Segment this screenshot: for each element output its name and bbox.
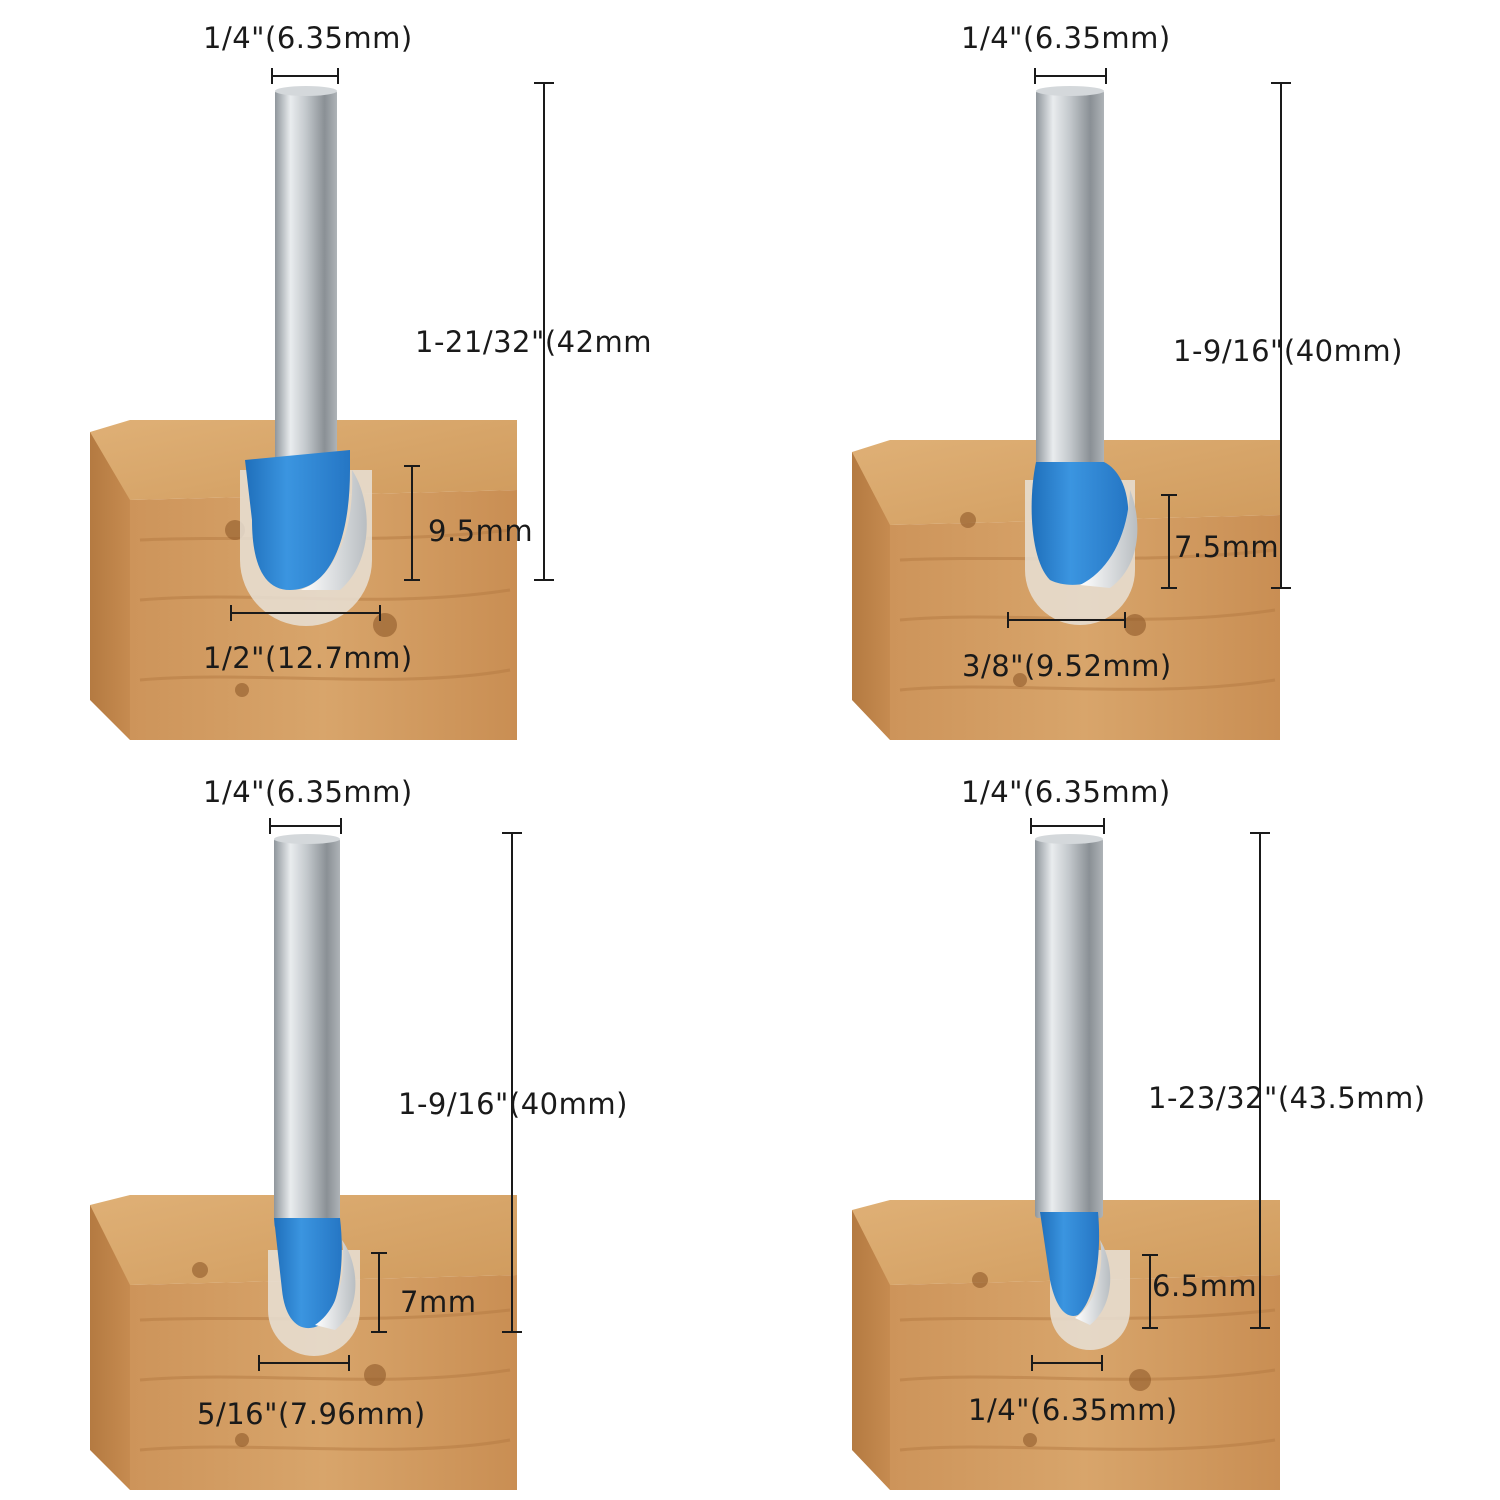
shank-diameter-label: 1/4"(6.35mm) [203, 775, 413, 809]
bit-panel-2: 1/4"(6.35mm) 1-9/16"(40mm) 7.5mm 3/8"(9.… [750, 0, 1500, 750]
bit-panel-3: 1/4"(6.35mm) 1-9/16"(40mm) 7mm 5/16"(7.9… [0, 750, 750, 1500]
bit-panel-1: 1/4"(6.35mm) 1-21/32"(42mm 9.5mm 1/2"(12… [0, 0, 750, 750]
cutting-height-label: 9.5mm [428, 514, 534, 548]
overall-length-label: 1-9/16"(40mm) [1173, 334, 1403, 368]
cutting-diameter-label: 1/4"(6.35mm) [968, 1393, 1178, 1427]
cutting-height-label: 7.5mm [1174, 530, 1280, 564]
bit-illustration-4 [852, 818, 1280, 1490]
cutter [245, 450, 367, 590]
cutting-diameter-label: 5/16"(7.96mm) [197, 1397, 426, 1431]
bit-illustration-1 [90, 68, 554, 740]
dimension-lines [1030, 818, 1270, 1371]
cutting-diameter-label: 1/2"(12.7mm) [203, 641, 413, 675]
dimension-lines [230, 68, 554, 621]
cutting-diameter-label: 3/8"(9.52mm) [962, 649, 1172, 683]
overall-length-label: 1-9/16"(40mm) [398, 1087, 628, 1121]
shank-diameter-label: 1/4"(6.35mm) [203, 21, 413, 55]
overall-length-label: 1-23/32"(43.5mm) [1148, 1081, 1426, 1115]
cutting-height-label: 7mm [400, 1285, 477, 1319]
cutting-height-label: 6.5mm [1152, 1269, 1258, 1303]
bit-illustration-3 [90, 818, 522, 1490]
shank [274, 838, 340, 1228]
shank-diameter-label: 1/4"(6.35mm) [961, 775, 1171, 809]
shank [1036, 90, 1104, 475]
dimension-lines [1007, 68, 1291, 628]
dimension-lines [258, 818, 522, 1371]
cutter [274, 1218, 356, 1330]
overall-length-label: 1-21/32"(42mm [415, 325, 653, 359]
cutter [1031, 462, 1138, 588]
bit-illustration-2 [852, 68, 1291, 740]
shank-diameter-label: 1/4"(6.35mm) [961, 21, 1171, 55]
cutter [1040, 1212, 1111, 1325]
bit-panel-4: 1/4"(6.35mm) 1-23/32"(43.5mm) 6.5mm 1/4"… [750, 750, 1500, 1500]
shank [275, 90, 337, 465]
shank [1035, 838, 1103, 1218]
